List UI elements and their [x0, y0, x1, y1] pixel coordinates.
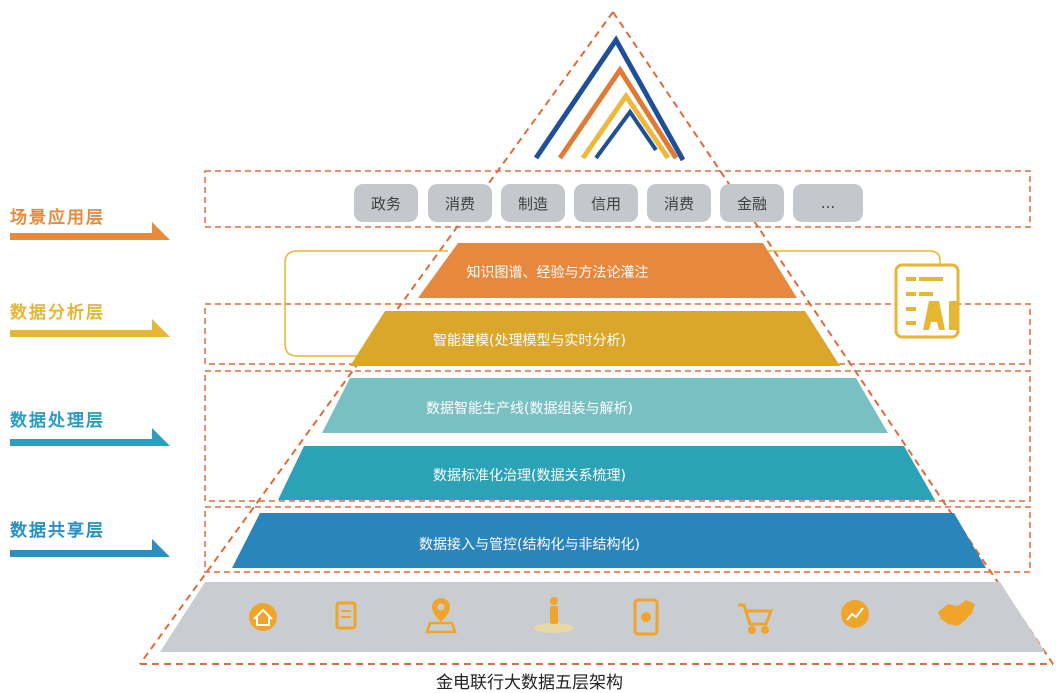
band-sharing: [204, 506, 1031, 573]
chart-coin-icon: [841, 600, 869, 628]
home-icon: [249, 603, 277, 631]
layer-arrows: [10, 222, 170, 557]
ai-badge-icon: [894, 263, 960, 339]
mobile-phone-icon: [633, 598, 659, 636]
peak-blue-inner: [594, 108, 658, 160]
arrow-sharing: [10, 539, 170, 557]
china-map-icon: [938, 600, 975, 626]
peak-blue-stroke: [533, 35, 686, 162]
tier-knowledge: [418, 243, 797, 298]
peak-logo: [533, 35, 686, 162]
band-processing: [204, 370, 1031, 502]
base-platform: [160, 582, 1045, 652]
layer-label-sharing: 数据共享层: [10, 521, 105, 541]
peak-orange-stroke: [557, 65, 679, 160]
tier-governance-text: 数据标准化治理(数据关系梳理): [433, 468, 626, 484]
layer-label-analysis: 数据分析层: [10, 303, 105, 323]
arrow-scenario: [10, 222, 170, 240]
band-analysis: [204, 303, 1031, 365]
document-icon: [335, 601, 357, 630]
arrow-processing: [10, 428, 170, 446]
tier-modeling-text: 智能建模(处理模型与实时分析): [433, 333, 626, 349]
ai-bracket: [284, 250, 941, 357]
scenario-tag-government: 政务: [354, 184, 418, 222]
peak-yellow-stroke: [580, 91, 671, 160]
tier-production: [322, 378, 888, 433]
arrow-analysis: [10, 319, 170, 337]
figure-caption: 金电联行大数据五层架构: [436, 673, 623, 693]
band-scenario: [204, 170, 1031, 228]
scenario-tag-finance: 金融: [720, 184, 784, 222]
person-icon: [534, 597, 574, 633]
scenario-tag-manufacturing: 制造: [501, 184, 565, 222]
tier-governance: [278, 446, 935, 500]
scenario-tag-more: ...: [793, 184, 863, 222]
layer-bands: [204, 170, 1031, 573]
tier-modeling: [350, 311, 840, 366]
scenario-tag-credit: 信用: [574, 184, 638, 222]
layer-label-scenario: 场景应用层: [10, 208, 105, 228]
layer-label-processing: 数据处理层: [10, 411, 105, 431]
scenario-tag-consumption: 消费: [428, 184, 492, 222]
scenario-tag-consumption-2: 消费: [647, 184, 711, 222]
location-map-icon: [425, 598, 457, 634]
tier-production-text: 数据智能生产线(数据组装与解析): [426, 401, 633, 417]
tier-knowledge-text: 知识图谱、经验与方法论灌注: [466, 265, 649, 281]
tier-access: [232, 513, 986, 568]
shopping-cart-icon: [738, 603, 774, 634]
tier-access-text: 数据接入与管控(结构化与非结构化): [419, 537, 640, 553]
